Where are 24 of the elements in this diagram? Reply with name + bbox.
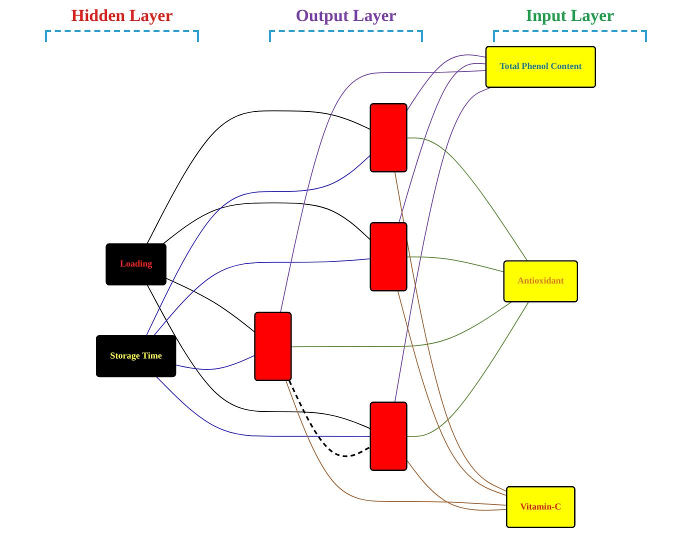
- layer-heading: Input Layer: [526, 6, 614, 26]
- connector: [406, 302, 529, 437]
- connector: [153, 258, 372, 336]
- connector: [146, 154, 372, 336]
- connector: [406, 256, 505, 272]
- connector: [166, 278, 256, 333]
- connector: [175, 354, 256, 370]
- connector: [146, 110, 372, 245]
- connector: [406, 138, 528, 262]
- connector: [156, 376, 372, 437]
- connector: [397, 290, 508, 496]
- connector: [146, 284, 372, 430]
- connector: [288, 380, 372, 458]
- connector: [394, 87, 492, 403]
- connector: [398, 62, 487, 224]
- connector: [280, 70, 487, 314]
- layer-heading: Hidden Layer: [71, 6, 173, 26]
- connector: [290, 302, 512, 348]
- connector: [162, 202, 372, 245]
- layer-heading: Output Layer: [296, 6, 396, 26]
- connector: [406, 460, 508, 511]
- connector: [406, 54, 487, 111]
- connector: [394, 172, 508, 492]
- connector: [286, 380, 508, 506]
